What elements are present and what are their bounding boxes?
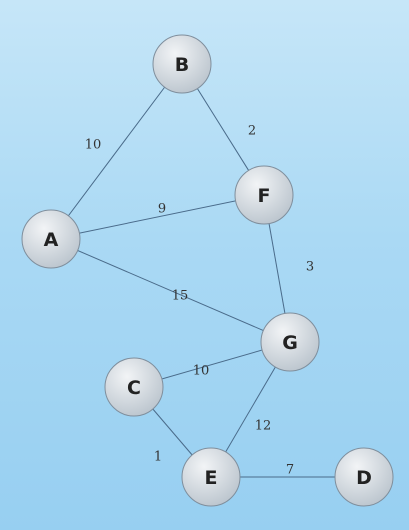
nodes-layer: A B F G C E D <box>21 34 394 507</box>
node-f: F <box>234 165 294 225</box>
node-circle-a <box>21 209 81 269</box>
node-label-g: G <box>282 332 298 354</box>
node-b: B <box>152 34 212 94</box>
node-circle-f <box>234 165 294 225</box>
edge-weight-f-g: 3 <box>306 260 314 275</box>
node-circle-e <box>181 447 241 507</box>
node-circle-g <box>260 312 320 372</box>
edge-weight-c-g: 10 <box>193 364 210 379</box>
edge-a-f <box>50 194 265 240</box>
edge-weight-a-f: 9 <box>158 202 166 217</box>
edge-weight-b-f: 2 <box>248 124 256 139</box>
edge-weight-g-e: 12 <box>255 419 272 434</box>
node-label-a: A <box>44 229 59 251</box>
edge-weights-layer: 10 2 9 3 15 10 12 1 7 <box>85 124 314 478</box>
node-g: G <box>260 312 320 372</box>
edge-a-b <box>50 63 183 240</box>
node-a: A <box>21 209 81 269</box>
node-label-d: D <box>356 467 372 489</box>
node-circle-d <box>334 447 394 507</box>
edge-weight-c-e: 1 <box>154 450 162 465</box>
edge-weight-a-g: 15 <box>172 289 189 304</box>
node-label-c: C <box>127 377 141 399</box>
edge-weight-e-d: 7 <box>286 463 294 478</box>
node-c: C <box>104 357 164 417</box>
node-circle-b <box>152 34 212 94</box>
node-label-b: B <box>175 54 189 76</box>
node-label-e: E <box>205 467 218 489</box>
node-e: E <box>181 447 241 507</box>
edges-layer <box>50 63 364 478</box>
node-d: D <box>334 447 394 507</box>
node-circle-c <box>104 357 164 417</box>
edge-a-g <box>50 238 291 343</box>
node-label-f: F <box>258 185 271 207</box>
edge-weight-a-b: 10 <box>85 138 102 153</box>
